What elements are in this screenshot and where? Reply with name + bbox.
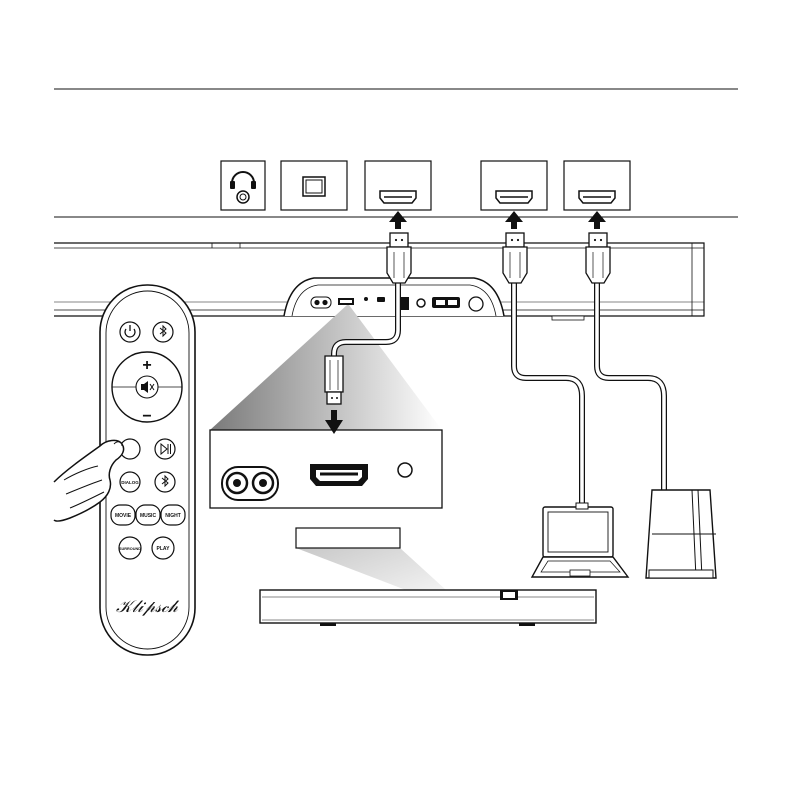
hdmi-in-1-plug bbox=[503, 233, 527, 283]
hdmi-arc-socket-icon bbox=[338, 298, 354, 305]
service-port-icon bbox=[377, 297, 385, 302]
headphone-socket-icon bbox=[417, 299, 425, 307]
soundbar-logo-icon bbox=[500, 590, 518, 600]
usb-dot-icon bbox=[364, 297, 368, 301]
soundbar-front bbox=[260, 590, 596, 626]
arrow-hdmi-in-2 bbox=[588, 211, 606, 229]
remote-volume-down-label: − bbox=[142, 408, 151, 425]
remote-volume-up-label: + bbox=[142, 357, 151, 374]
hdmi-arc-plug-top bbox=[387, 233, 411, 283]
remote-play-label: PLAY bbox=[157, 546, 171, 552]
remote-brand-logo: 𝒦𝓁𝒾𝓅𝓈𝒸𝒽 bbox=[116, 597, 180, 617]
arrow-hdmi-arc bbox=[389, 211, 407, 229]
callout-detail-panel bbox=[210, 430, 442, 508]
optical-port-icon bbox=[281, 161, 347, 210]
usb-socket-detail-icon bbox=[398, 463, 412, 477]
remote-surround-label: SURROUND bbox=[119, 547, 141, 551]
optical-socket-icon bbox=[469, 297, 483, 311]
remote-dialog-label: DIALOG bbox=[121, 480, 139, 485]
hdmi-in-1-port-icon bbox=[481, 161, 547, 210]
soundbar-port-panel bbox=[284, 278, 504, 316]
remote-movie-label: MOVIE bbox=[115, 513, 132, 519]
hdmi-in-2-plug bbox=[586, 233, 610, 283]
callout-label-box bbox=[296, 528, 400, 548]
hdmi-arc-plug-bottom bbox=[325, 356, 343, 434]
ir-port-icon bbox=[401, 297, 409, 310]
hdmi-in-2-port-icon bbox=[564, 161, 630, 210]
power-socket-icon bbox=[311, 297, 331, 308]
hdmi-arc-port-icon bbox=[365, 161, 431, 210]
remote-music-label: MUSIC bbox=[140, 513, 157, 519]
hdmi-in-sockets-icon bbox=[432, 297, 460, 308]
remote-night-label: NIGHT bbox=[165, 513, 181, 519]
remote-control: + − DIALOG MOVIE MUSIC NIGHT SURROUND PL… bbox=[100, 285, 195, 655]
headphone-jack-icon bbox=[221, 161, 265, 210]
arrow-hdmi-in-1 bbox=[505, 211, 523, 229]
power-socket-detail-icon bbox=[222, 467, 278, 500]
laptop-icon bbox=[532, 503, 628, 577]
game-console-icon bbox=[646, 490, 716, 578]
hdmi-arc-socket-detail-icon bbox=[310, 464, 368, 486]
